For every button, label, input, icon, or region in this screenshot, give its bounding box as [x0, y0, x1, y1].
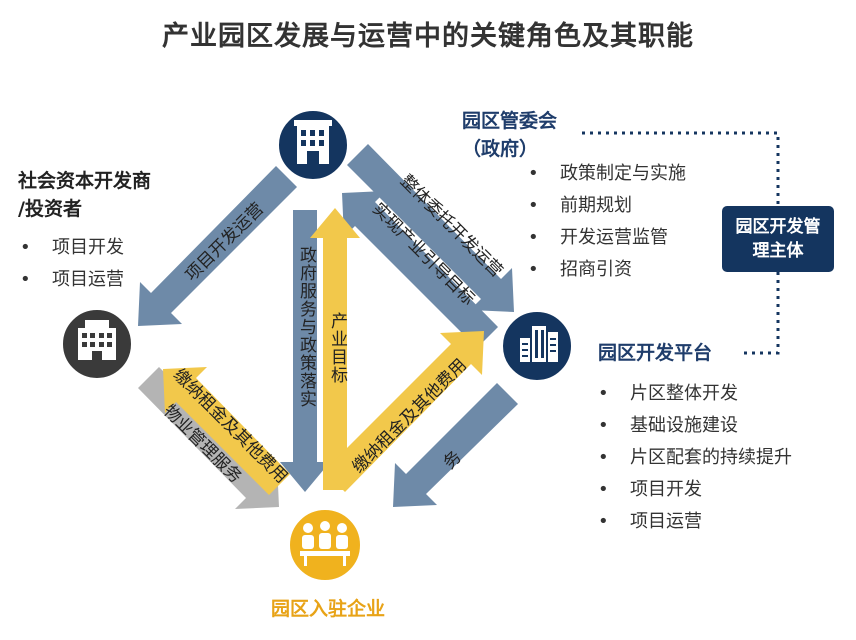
list-item: 项目开发	[14, 232, 124, 264]
government-name-sub: （政府）	[462, 138, 539, 160]
list-item: 政策制定与实施	[522, 158, 686, 190]
page-title: 产业园区发展与运营中的关键角色及其职能	[162, 21, 694, 52]
label-enterprise-to-gov: 产业目标	[327, 312, 347, 384]
list-item: 前期规划	[522, 190, 686, 222]
arrow-enterprise-to-investor	[163, 367, 290, 495]
investor-name: 社会资本开发商	[18, 170, 152, 192]
dotted-connector	[582, 131, 780, 355]
list-item: 基础设施建设	[592, 410, 792, 442]
government-functions: 政策制定与实施 前期规划 开发运营监管 招商引资	[522, 158, 686, 286]
government-building-icon	[275, 107, 351, 183]
arrow-gov-to-investor	[138, 166, 297, 326]
enterprise-name: 园区入驻企业	[270, 598, 385, 620]
list-item: 项目运营	[14, 264, 124, 296]
platform-name: 园区开发平台	[598, 342, 713, 364]
label-gov-to-enterprise: 政府服务与政策落实	[296, 246, 316, 408]
list-item: 项目开发	[592, 474, 792, 506]
list-item: 片区配套的持续提升	[592, 442, 792, 474]
investor-name-sub: /投资者	[18, 198, 82, 220]
arrow-enterprise-to-gov	[310, 208, 360, 490]
list-item: 项目运营	[592, 506, 792, 538]
arrow-platform-to-gov	[342, 191, 498, 348]
arrow-gov-to-platform	[347, 144, 514, 312]
list-item: 招商引资	[522, 254, 686, 286]
arrow-gov-to-enterprise	[280, 210, 330, 492]
platform-functions: 片区整体开发 基础设施建设 片区配套的持续提升 项目开发 项目运营	[592, 378, 792, 538]
arrow-enterprise-to-platform	[324, 331, 484, 492]
arrow-platform-to-enterprise	[393, 383, 518, 507]
government-name: 园区管委会	[462, 110, 558, 132]
meeting-people-icon	[286, 506, 364, 584]
platform-building-icon	[499, 308, 575, 384]
management-entity-box: 园区开发管理主体	[722, 206, 834, 272]
list-item: 开发运营监管	[522, 222, 686, 254]
list-item: 片区整体开发	[592, 378, 792, 410]
investor-functions: 项目开发 项目运营	[14, 232, 124, 296]
office-building-icon	[59, 306, 135, 382]
